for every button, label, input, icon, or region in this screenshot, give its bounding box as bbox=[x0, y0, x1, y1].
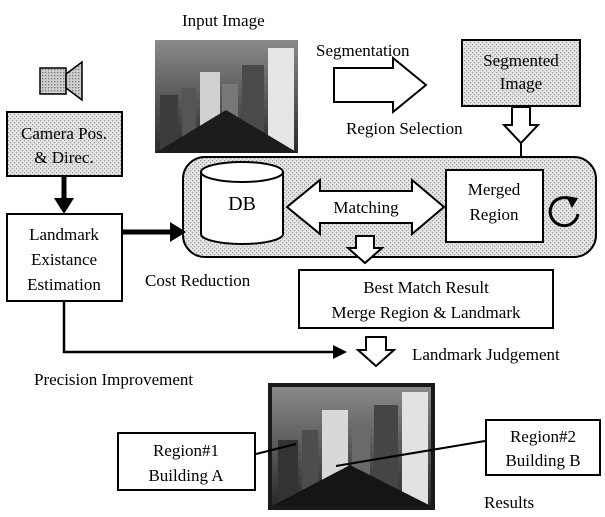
camera-position-box bbox=[6, 111, 123, 177]
segmented-image-box bbox=[461, 39, 581, 107]
input-image-label: Input Image bbox=[182, 11, 265, 30]
merged-region-line2: Region bbox=[469, 205, 519, 224]
camera-position-line1: Camera Pos. bbox=[21, 124, 107, 143]
precision-improvement-label: Precision Improvement bbox=[34, 370, 193, 389]
region2-line1: Region#2 bbox=[510, 427, 576, 446]
input-image-photo bbox=[155, 40, 298, 153]
cost-reduction-arrowhead bbox=[170, 222, 186, 242]
circular-arrow-icon bbox=[548, 196, 580, 228]
landmark-estimation-box bbox=[6, 213, 123, 302]
matching-double-arrow bbox=[285, 177, 446, 237]
best-match-line1: Best Match Result bbox=[363, 278, 489, 297]
region1-label-box bbox=[117, 432, 256, 491]
region-selection-label: Region Selection bbox=[346, 119, 463, 138]
segmentation-label: Segmentation bbox=[316, 41, 410, 60]
results-image-photo bbox=[268, 383, 435, 510]
region2-leader-line bbox=[335, 440, 486, 467]
best-match-box bbox=[298, 269, 554, 329]
region1-leader-line bbox=[255, 443, 297, 455]
landmark-estimation-line3: Estimation bbox=[27, 275, 101, 294]
results-label: Results bbox=[484, 493, 534, 512]
camera-to-landmark-arrowhead bbox=[54, 198, 74, 214]
segmented-image-line2: Image bbox=[500, 74, 542, 93]
best-match-line2: Merge Region & Landmark bbox=[331, 303, 521, 322]
precision-improvement-arrowhead bbox=[333, 345, 347, 359]
db-label: DB bbox=[228, 193, 256, 215]
region2-line2: Building B bbox=[505, 451, 580, 470]
matching-to-result-arrow bbox=[345, 235, 385, 265]
precision-improvement-connector bbox=[62, 302, 338, 354]
database-cylinder-icon bbox=[200, 161, 284, 245]
video-camera-icon bbox=[39, 60, 83, 102]
camera-position-line2: & Direc. bbox=[34, 148, 93, 167]
matching-label: Matching bbox=[333, 198, 399, 217]
region1-line2: Building A bbox=[148, 466, 224, 485]
landmark-judgement-arrow bbox=[355, 336, 397, 368]
merged-region-box bbox=[445, 169, 544, 243]
cost-reduction-label: Cost Reduction bbox=[145, 271, 251, 290]
landmark-estimation-line1: Landmark bbox=[29, 225, 99, 244]
region2-label-box bbox=[485, 419, 601, 476]
landmark-estimation-line2: Existance bbox=[31, 250, 97, 269]
region1-line1: Region#1 bbox=[153, 441, 219, 460]
region-selection-arrow bbox=[501, 106, 541, 145]
segmented-image-line1: Segmented bbox=[483, 51, 559, 70]
segmentation-arrow bbox=[333, 55, 428, 115]
merged-region-line1: Merged bbox=[468, 180, 521, 199]
landmark-judgement-label: Landmark Judgement bbox=[412, 345, 560, 364]
